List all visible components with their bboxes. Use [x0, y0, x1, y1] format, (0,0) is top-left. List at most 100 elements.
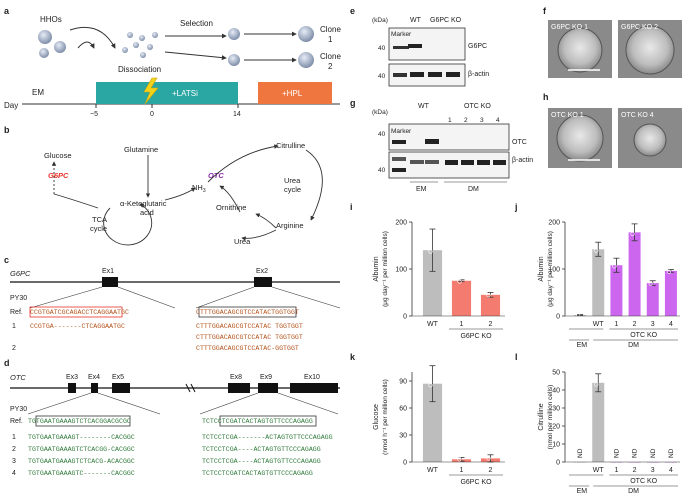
exon-label: Ex2 [256, 268, 268, 275]
selection-arrow [164, 51, 227, 61]
data-point [612, 264, 617, 269]
y-tick-label: 10 [552, 442, 560, 449]
ref-label: Ref. [10, 418, 23, 425]
seq-row: TCTCCTCGA----ACTAGTGTTCCCAGAGG [202, 446, 321, 453]
panel-d: d OTC Ex3 Ex4 Ex5 Ex8 Ex9 Ex10 PY30 Ref.… [4, 358, 340, 477]
exon-label: Ex4 [88, 374, 100, 381]
guide-box [35, 415, 131, 427]
clone1-number: 1 [328, 35, 333, 44]
bar [592, 249, 605, 316]
dm-label: DM [468, 186, 479, 193]
guide-box [198, 306, 297, 318]
glucose-label: Glucose [44, 151, 72, 160]
marker-label: Marker [391, 128, 412, 135]
seq-row: TGTGAATGAAAGTCTCACGG-CACGGC [28, 446, 135, 453]
em-label: EM [416, 186, 427, 193]
x-tick-label: 3 [651, 321, 655, 328]
group-label: EM [577, 488, 588, 494]
lane-label: 2 [464, 117, 468, 124]
nd-label: ND [632, 448, 639, 458]
x-tick-label: 1 [614, 321, 618, 328]
y-tick-label: 0 [556, 460, 560, 467]
data-point [594, 382, 599, 387]
bar [610, 265, 623, 316]
seq-row: CCGTGA-------CTCAGGAATGC [30, 323, 125, 330]
clone-sphere [228, 54, 240, 66]
y-tick-label: 30 [399, 433, 407, 440]
g6pc-enzyme-label: G6PC [48, 171, 69, 180]
bar [592, 382, 605, 462]
dissociation-arrow [69, 26, 116, 49]
dissociation-label: Dissociation [118, 65, 161, 74]
exon-label: Ex8 [230, 374, 242, 381]
panel-label-i: i [350, 202, 353, 212]
group-label: OTC KO [630, 332, 657, 339]
otc-enzyme-label: OTC [208, 171, 224, 180]
bar [628, 232, 641, 316]
urea-cycle-label-2: cycle [284, 185, 301, 194]
blot-actin [388, 63, 466, 87]
data-point [428, 249, 433, 254]
panel-a: a HHOs Dissociation Selection Clone 1 Cl… [4, 6, 341, 118]
panel-f: f G6PC KO 1 G6PC KO 2 [543, 6, 682, 78]
bar [664, 270, 677, 316]
em-label: EM [32, 88, 44, 97]
clone-sphere [298, 26, 314, 42]
y-tick-label: 0 [556, 314, 560, 321]
panel-label-c: c [4, 255, 9, 265]
x-tick-label: 2 [489, 467, 493, 474]
x-tick-label: WT [593, 321, 605, 328]
micrograph-label: OTC KO 1 [551, 112, 584, 119]
organoid-sphere [39, 48, 49, 58]
mw-label: 40 [378, 45, 386, 52]
panel-label-g: g [350, 98, 356, 108]
ko-label: G6PC KO [430, 17, 462, 24]
ref-seq-right: TCTCCTCGATCACTAGTGTTCCCAGAGG [202, 418, 313, 425]
akg-label-2: acid [140, 208, 154, 217]
y-tick-label: 50 [552, 370, 560, 377]
seq-row: TCTCCTCGA-------ACTAGTGTTCCCAGAGG [202, 434, 333, 441]
ref-label: Ref. [10, 309, 23, 316]
otc-gene-label: OTC [10, 373, 26, 382]
row-label: 1 [12, 323, 16, 330]
x-tick-label: WT [593, 467, 605, 474]
band-label: β-actin [468, 71, 489, 78]
urea-label: Urea [234, 237, 251, 246]
panel-label-b: b [4, 125, 10, 135]
y-axis-label: Albumin [373, 256, 380, 281]
y-tick-label: 30 [552, 406, 560, 413]
y-tick-label: 20 [552, 424, 560, 431]
y-axis-label: Glucose [373, 404, 380, 430]
organoid-sphere [54, 41, 66, 53]
x-tick-label: 2 [489, 321, 493, 328]
data-point [575, 312, 581, 318]
ornithine-label: Ornithine [216, 203, 246, 212]
data-point [594, 248, 599, 253]
data-point [630, 231, 635, 237]
panel-label-a: a [4, 6, 10, 16]
row-label: 2 [12, 446, 16, 453]
panel-b: b Glucose G6PC Glutamine OTC Citrulline … [4, 125, 323, 246]
exon-label: Ex5 [112, 374, 124, 381]
mw-label: 40 [378, 73, 386, 80]
band-label: G6PC [468, 43, 487, 50]
organoid-sphere [38, 30, 52, 44]
panel-label-j: j [514, 202, 518, 212]
kda-label: (kDa) [372, 109, 388, 116]
exon-label: Ex3 [66, 374, 78, 381]
blot-g6pc [388, 27, 466, 61]
panel-e: e (kDa) WT G6PC KO 1 2 Marker 40 G6PC 40… [350, 6, 489, 87]
y-tick-label: 90 [399, 379, 407, 386]
row-label: 2 [12, 345, 16, 352]
panel-label-e: e [350, 6, 355, 16]
y-tick-label: 0 [403, 460, 407, 467]
tick-label: 14 [233, 111, 241, 118]
tca-label-2: cycle [90, 224, 107, 233]
wt-label: WT [410, 17, 422, 24]
bar [422, 250, 443, 316]
akg-label: α-Ketoglutaric [120, 199, 167, 208]
